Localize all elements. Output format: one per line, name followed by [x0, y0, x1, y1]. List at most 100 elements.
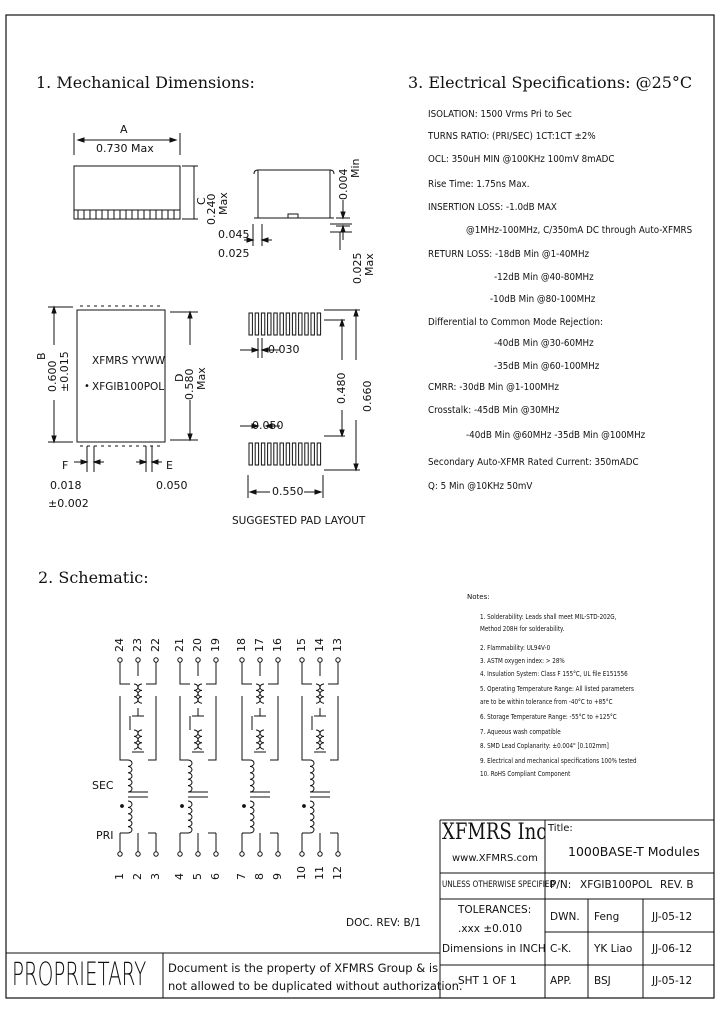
choke-coil [133, 683, 139, 704]
wire [179, 696, 188, 761]
pad-span-dim: 0.550 [272, 485, 304, 498]
pin-terminal [195, 851, 201, 857]
solder-pad [285, 442, 291, 466]
wire [254, 715, 266, 753]
pin-terminal [317, 851, 323, 857]
dim-standoff-suffix: Min [349, 158, 362, 178]
bottom-pin-number: 4 [173, 873, 186, 880]
solder-pad [254, 312, 260, 336]
note-item: 1. Solderability: Leads shall meet MIL-S… [480, 613, 617, 621]
notes-title: Notes: [467, 593, 490, 601]
dimensions-units: Dimensions in INCH [442, 943, 546, 955]
solder-pad [298, 312, 303, 336]
primary-label: PRI [96, 829, 114, 842]
drawn-date: JJ-05-12 [652, 911, 693, 923]
bottom-pin-number: 3 [149, 873, 162, 880]
solder-pad [310, 312, 315, 336]
checked-name: YK Liao [594, 943, 633, 955]
pin-terminal [213, 851, 219, 857]
note-item: 10. RoHS Compliant Component [480, 770, 571, 778]
top-pin-number: 18 [235, 638, 248, 652]
wire [119, 833, 157, 852]
pin-terminal [317, 657, 323, 663]
top-pin-number: 14 [313, 638, 326, 652]
polarity-dot [120, 804, 124, 808]
proprietary-notice-line2: not allowed to be duplicated without aut… [168, 979, 463, 993]
dim-025: 0.025 [218, 247, 250, 260]
title-block-frame [6, 819, 714, 998]
tolerances-label: TOLERANCES: [458, 904, 532, 916]
transformer-primary [309, 800, 315, 834]
transformer-secondary [249, 759, 255, 793]
pin-terminal [275, 657, 281, 663]
electrical-spec-line: -35dB Min @60-100MHz [494, 361, 600, 372]
sheet-number: SHT 1 OF 1 [458, 975, 517, 987]
bottom-pin-number: 7 [235, 873, 248, 880]
polarity-dot [302, 804, 306, 808]
wire [301, 696, 310, 761]
wire [328, 662, 339, 685]
pin-terminal [299, 657, 305, 663]
common-mode-coil [319, 729, 325, 750]
pad-outer-dim: 0.660 [361, 380, 374, 413]
common-mode-coil [197, 729, 203, 750]
solder-pad [260, 312, 266, 336]
pin-terminal [335, 851, 341, 857]
note-item: 7. Aqueous wash compatible [480, 728, 561, 736]
approved-date: JJ-05-12 [652, 975, 693, 987]
proprietary-notice-line1: Document is the property of XFMRS Group … [168, 961, 439, 975]
checked-date: JJ-06-12 [652, 943, 693, 955]
common-mode-coil [193, 729, 199, 750]
transformer-secondary [309, 759, 315, 793]
dim-standoff-value: 0.004 [337, 168, 350, 201]
dim-a-letter: A [120, 123, 128, 136]
solder-pad [316, 312, 322, 336]
bottom-pin-number: 2 [131, 873, 144, 880]
bottom-pin-number: 9 [271, 873, 284, 880]
dim-f-value: 0.018 [50, 479, 82, 492]
mechanical-section-title: 1. Mechanical Dimensions: [36, 73, 255, 92]
wire [314, 715, 326, 753]
title-label: Title: [548, 823, 573, 834]
transformer-secondary [127, 759, 133, 793]
electrical-section-title: 3. Electrical Specifications: @25°C [408, 73, 693, 92]
wire [179, 662, 190, 685]
transformer-primary [249, 800, 255, 834]
solder-pad [254, 442, 260, 466]
note-item: 8. SMD Lead Coplanarity: ±0.004" [0.102m… [480, 742, 609, 750]
dim-a-value: 0.730 Max [96, 142, 154, 155]
wire [119, 696, 128, 761]
top-pin-number: 21 [173, 638, 186, 652]
tolerance-value: .xxx ±0.010 [458, 923, 523, 935]
solder-pad [310, 442, 315, 466]
top-pin-number: 13 [331, 638, 344, 652]
document-revision: DOC. REV: B/1 [346, 917, 421, 929]
note-item: 4. Insulation System: Class F 155°C, UL … [480, 670, 628, 678]
core-line [250, 791, 270, 798]
part-marking-line2: XFGIB100POL [92, 381, 165, 393]
dim-f-letter: F [62, 459, 69, 472]
bottom-pin-number: 5 [191, 873, 204, 880]
transformer-primary [127, 800, 133, 834]
proprietary-stamp: PROPRIETARY [12, 955, 147, 993]
unless-specified: UNLESS OTHERWISE SPECIFIED [442, 880, 556, 890]
dim-lead-suffix: Max [363, 253, 376, 276]
pin-terminal [257, 851, 263, 857]
wire [148, 696, 157, 761]
pad-width-dim: 0.030 [268, 343, 300, 356]
bottom-pin-number: 6 [209, 873, 222, 880]
schematic-wiring [117, 657, 341, 857]
electrical-spec-line: Q: 5 Min @10KHz 50mV [428, 481, 533, 492]
electrical-spec-line: OCL: 350uH MIN @100KHz 100mV 8mADC [428, 154, 615, 165]
solder-pad [267, 312, 272, 336]
solder-pad [291, 442, 297, 466]
electrical-spec-line: -10dB Min @80-100MHz [490, 294, 596, 305]
solder-pad [279, 312, 284, 336]
wire [146, 662, 157, 685]
electrical-spec-line: -40dB Min @60MHz -35dB Min @100MHz [466, 430, 646, 441]
solder-pad [316, 442, 322, 466]
dim-c-suffix: Max [217, 192, 230, 215]
note-item: 9. Electrical and mechanical specificati… [480, 757, 637, 765]
dim-b-tolerance: ±0.015 [58, 351, 71, 392]
pin-terminal [299, 851, 305, 857]
